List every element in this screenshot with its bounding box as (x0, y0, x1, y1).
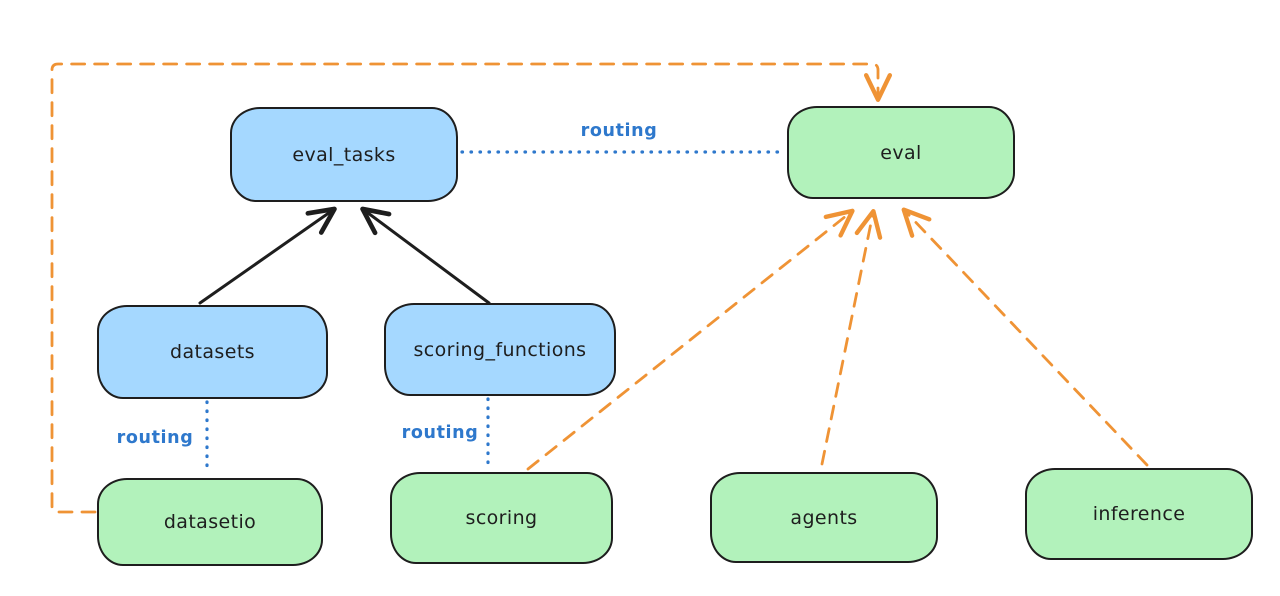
edge-scoring-to-eval (526, 208, 855, 471)
node-datasets: datasets (97, 305, 328, 399)
node-label: scoring_functions (413, 338, 587, 361)
node-eval-tasks: eval_tasks (230, 107, 458, 202)
edge-label-routing-top: routing (580, 121, 658, 141)
edge-label-routing-middle: routing (401, 423, 479, 443)
edge-inference-to-eval (901, 207, 1149, 467)
edge-agents-to-eval (820, 209, 883, 466)
edge-label-routing-left: routing (116, 428, 194, 448)
node-agents: agents (710, 472, 938, 563)
node-label: eval (880, 141, 922, 164)
node-label: datasets (170, 341, 255, 363)
node-label: agents (790, 506, 858, 529)
node-label: datasetio (163, 511, 257, 533)
node-label: scoring (465, 507, 538, 529)
node-scoring: scoring (390, 472, 613, 564)
node-inference: inference (1025, 468, 1253, 560)
node-label: eval_tasks (292, 143, 396, 166)
node-eval: eval (787, 106, 1015, 199)
edge-datasetio-to-eval (50, 62, 893, 514)
node-scoring-functions: scoring_functions (384, 303, 616, 396)
edge-datasets-to-eval-tasks (198, 206, 337, 305)
edge-scoring-functions-to-eval-tasks (360, 206, 491, 305)
node-datasetio: datasetio (97, 478, 323, 566)
node-label: inference (1092, 503, 1186, 525)
